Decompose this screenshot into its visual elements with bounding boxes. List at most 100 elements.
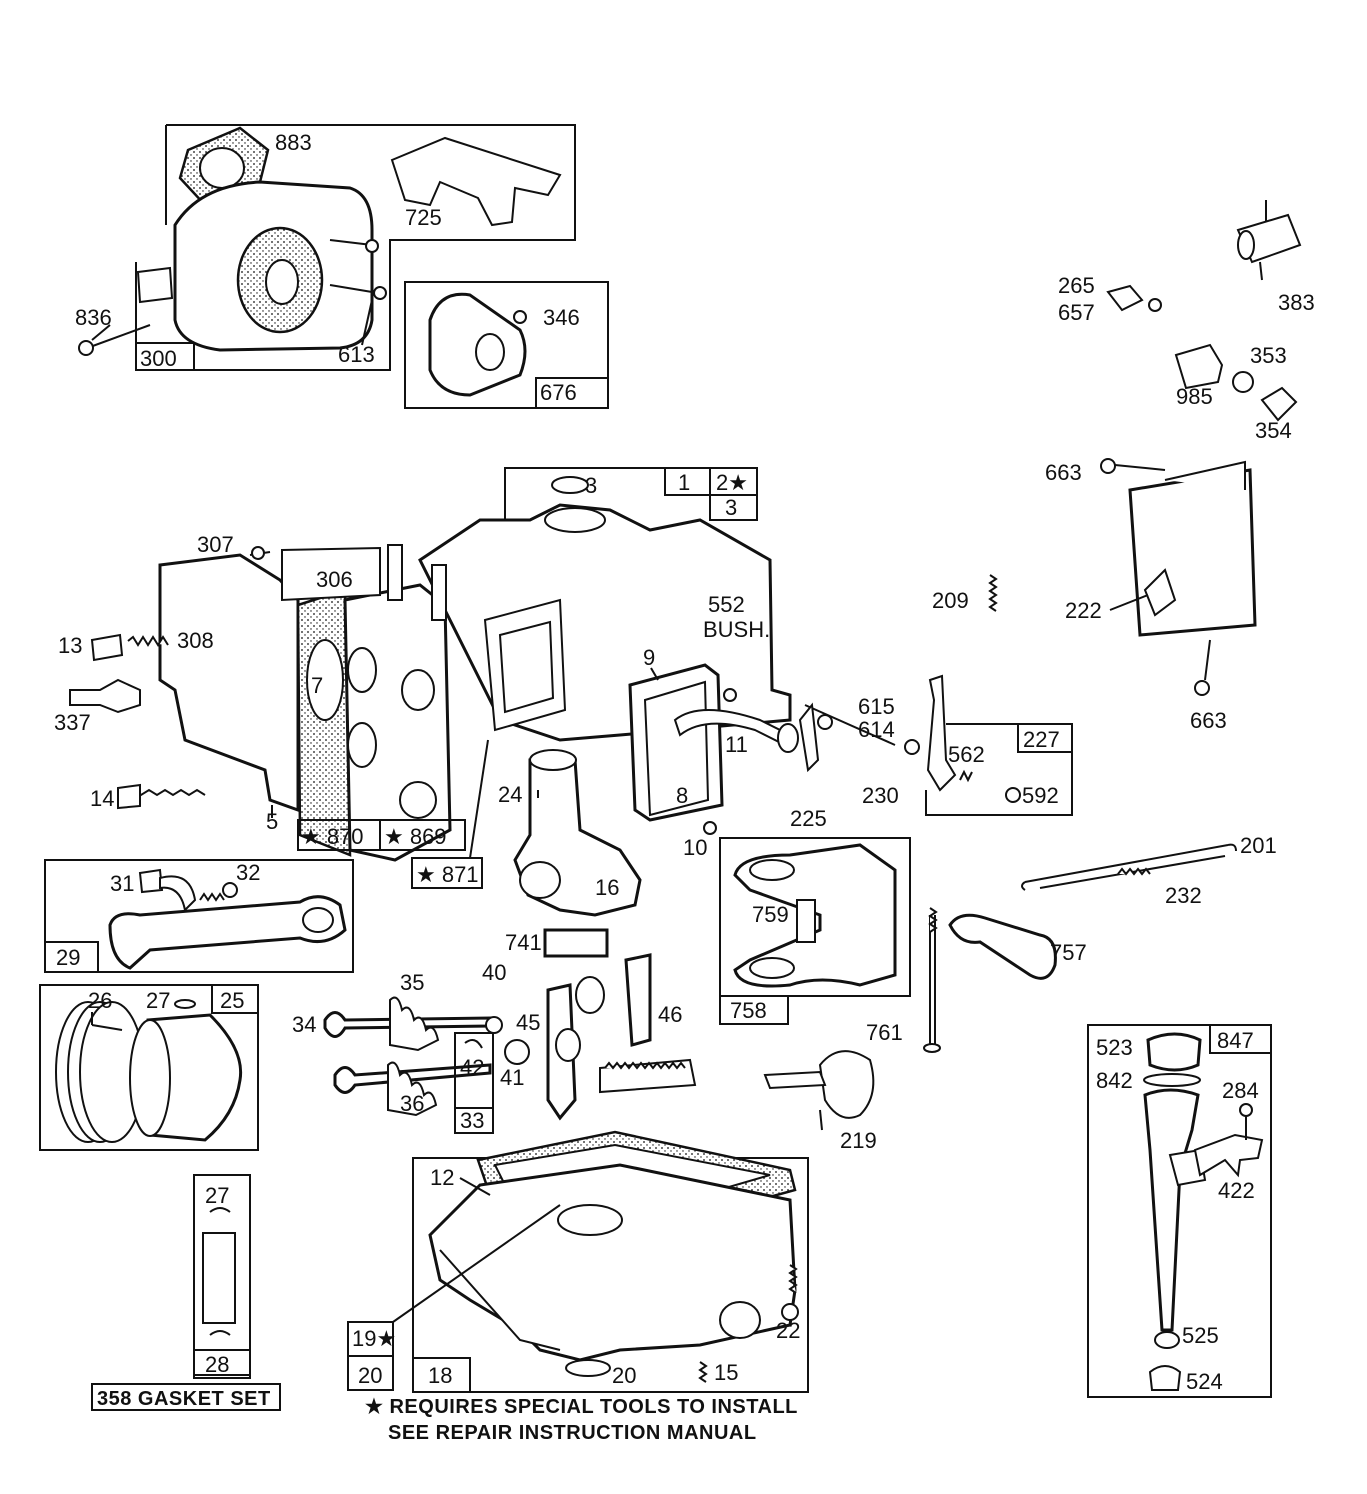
label-758: 758 (730, 998, 767, 1023)
label-27-piston: 27 (146, 988, 170, 1013)
label-741: 741 (505, 930, 542, 955)
label-29: 29 (56, 945, 80, 970)
spark-plug (69, 678, 141, 714)
label-31: 31 (110, 871, 134, 896)
label-676: 676 (540, 380, 577, 405)
label-725: 725 (405, 205, 442, 230)
label-40: 40 (482, 960, 506, 985)
label-2-star: 2★ (716, 470, 748, 495)
label-20-box: 20 (358, 1363, 382, 1388)
label-28: 28 (205, 1352, 229, 1377)
label-35: 35 (400, 970, 424, 995)
label-346: 346 (543, 305, 580, 330)
label-614: 614 (858, 717, 895, 742)
control-bracket (1128, 468, 1257, 637)
governor-linkage-group (798, 674, 1073, 816)
label-3-box: 3 (725, 495, 737, 520)
label-8: 8 (676, 783, 688, 808)
counterweight-group (719, 837, 911, 1025)
label-7: 7 (311, 673, 323, 698)
label-209: 209 (932, 588, 969, 613)
footnote-line-2: SEE REPAIR INSTRUCTION MANUAL (388, 1422, 757, 1444)
label-20: 20 (612, 1363, 636, 1388)
label-847: 847 (1217, 1028, 1254, 1053)
label-525: 525 (1182, 1323, 1219, 1348)
label-46: 46 (658, 1002, 682, 1027)
label-26: 26 (88, 988, 112, 1013)
dipstick-tube (1143, 1088, 1200, 1332)
label-613: 613 (338, 342, 375, 367)
piston (146, 1013, 243, 1142)
muffler-bracket (390, 136, 562, 227)
label-308: 308 (177, 628, 214, 653)
star-box-869: ★ 869 (384, 824, 447, 849)
label-663-bottom: 663 (1190, 708, 1227, 733)
label-663-top: 663 (1045, 460, 1082, 485)
label-232: 232 (1165, 883, 1202, 908)
label-227: 227 (1023, 727, 1060, 752)
intake-valve (333, 1063, 492, 1094)
bush-label-number: 552 (708, 592, 745, 617)
tube-bracket (1193, 1133, 1264, 1178)
label-761: 761 (866, 1020, 903, 1045)
label-225: 225 (790, 806, 827, 831)
label-1: 1 (678, 470, 690, 495)
label-265: 265 (1058, 273, 1095, 298)
muffler-group (78, 124, 576, 371)
counterweight-link (948, 913, 1057, 980)
label-3-top: 3 (585, 473, 597, 498)
crank-gear (543, 928, 609, 958)
breather-group (628, 663, 799, 835)
label-354: 354 (1255, 418, 1292, 443)
camshaft-group (546, 953, 697, 1121)
label-422: 422 (1218, 1178, 1255, 1203)
label-32: 32 (236, 860, 260, 885)
governor-gear-group (763, 907, 941, 1131)
throttle-links (1021, 843, 1237, 891)
bush-label-text: BUSH. (703, 617, 770, 642)
label-523: 523 (1096, 1035, 1133, 1060)
valve-group (323, 996, 530, 1134)
sump-group (347, 1130, 809, 1393)
label-562: 562 (948, 742, 985, 767)
label-13: 13 (58, 633, 82, 658)
label-201: 201 (1240, 833, 1277, 858)
terminal-clip (1106, 284, 1144, 312)
label-524: 524 (1186, 1369, 1223, 1394)
label-615: 615 (858, 694, 895, 719)
label-985: 985 (1176, 384, 1213, 409)
connecting-rod (108, 895, 347, 970)
control-bracket-group (1100, 458, 1257, 696)
dipstick-cap (1146, 1032, 1202, 1072)
label-337: 337 (54, 710, 91, 735)
star-box-870: ★ 870 (301, 824, 364, 849)
label-14: 14 (90, 786, 114, 811)
label-36: 36 (400, 1091, 424, 1116)
label-19-star: 19★ (352, 1326, 396, 1351)
screen-group (404, 281, 609, 409)
governor-spring (988, 574, 998, 612)
ignition-switch (1174, 343, 1224, 390)
oil-sump (428, 1163, 797, 1362)
label-41: 41 (500, 1065, 524, 1090)
label-300: 300 (140, 346, 177, 371)
label-22: 22 (776, 1318, 800, 1343)
label-222: 222 (1065, 598, 1102, 623)
label-42: 42 (460, 1055, 484, 1080)
governor-gear (818, 1050, 875, 1119)
label-842: 842 (1096, 1068, 1133, 1093)
label-27-gasket: 27 (205, 1183, 229, 1208)
label-230: 230 (862, 783, 899, 808)
label-12: 12 (430, 1165, 454, 1190)
label-15: 15 (714, 1360, 738, 1385)
label-307: 307 (197, 532, 234, 557)
governor-lever (926, 674, 957, 792)
label-657: 657 (1058, 300, 1095, 325)
label-836: 836 (75, 305, 112, 330)
label-33: 33 (460, 1108, 484, 1133)
label-306: 306 (316, 567, 353, 592)
label-284: 284 (1222, 1078, 1259, 1103)
breather-plate (281, 546, 381, 602)
ignition-parts (1106, 200, 1302, 422)
